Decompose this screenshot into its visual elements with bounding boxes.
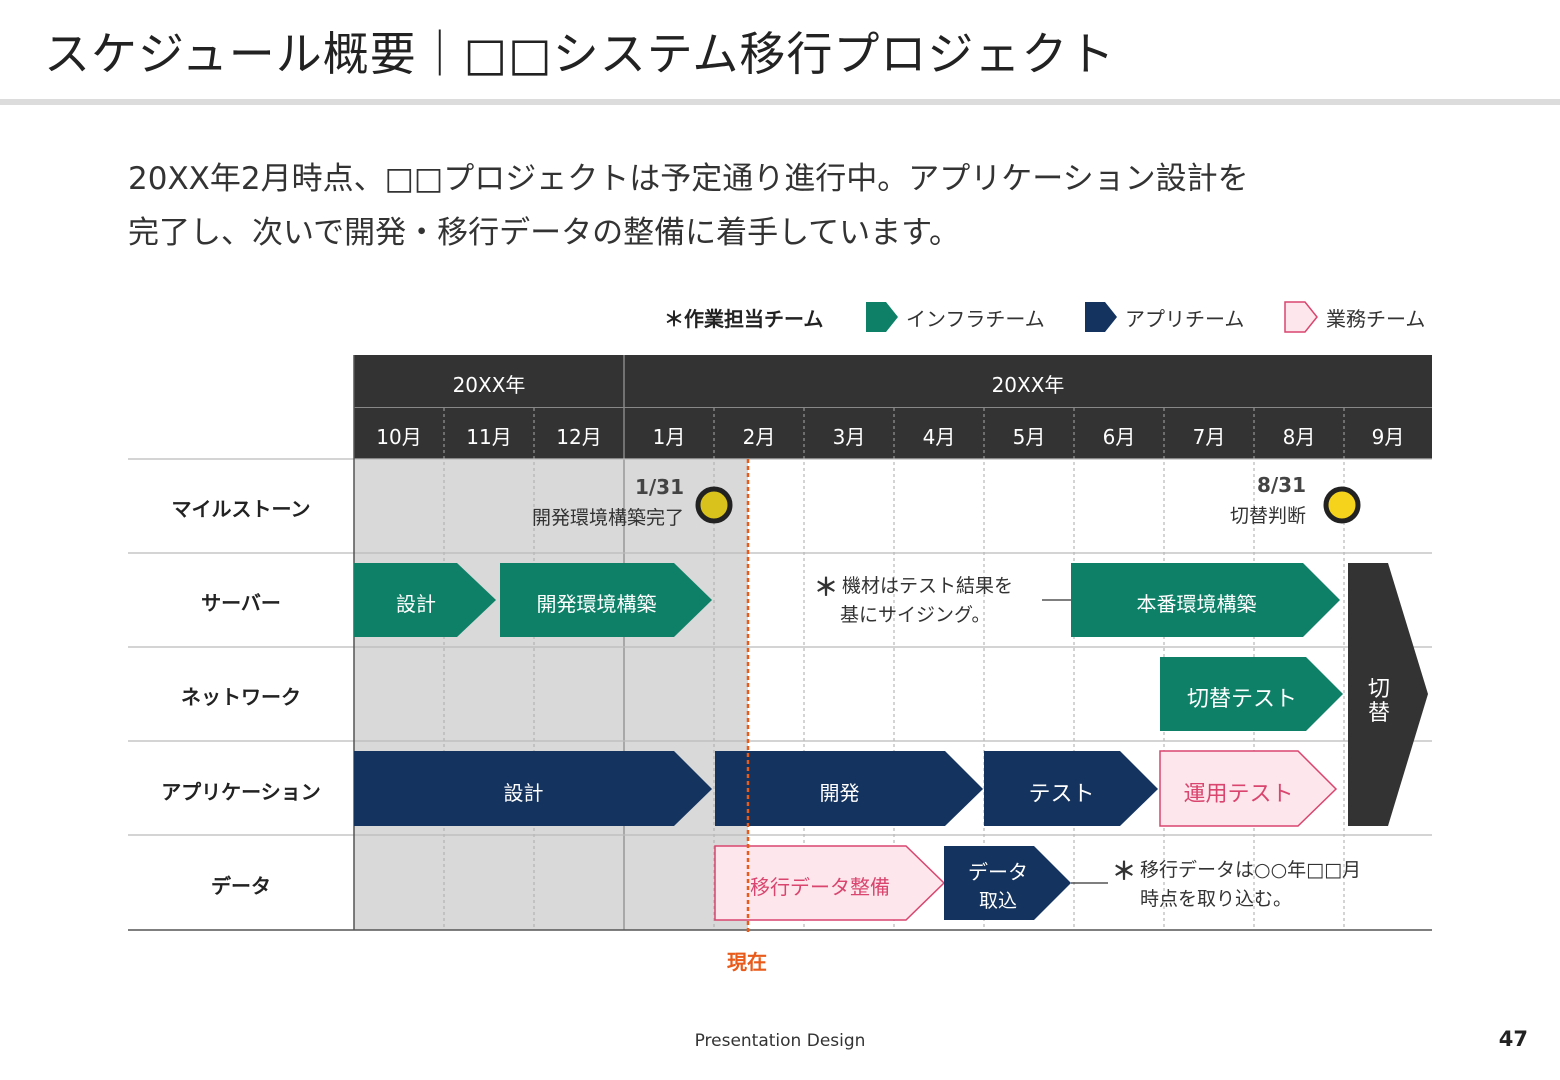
network-switch-test-bar — [1160, 657, 1343, 731]
month-label: 9月 — [1371, 425, 1405, 449]
cutover-block — [1348, 563, 1428, 826]
row-label-milestone: マイルストーン — [171, 497, 311, 521]
month-label: 10月 — [376, 425, 422, 449]
milestone-dot-2 — [1323, 486, 1361, 524]
server-note: ＊機材はテスト結果を 基にサイジング。 — [814, 572, 1013, 629]
note-star: ＊ — [814, 573, 838, 601]
month-label: 2月 — [742, 425, 776, 449]
server-note-line-1: 機材はテスト結果を — [842, 575, 1014, 597]
server-prod-env-label: 本番環境構築 — [1136, 592, 1257, 616]
data-load-bar — [944, 846, 1071, 920]
legend-infra-label: インフラチーム — [906, 307, 1045, 331]
data-note: ＊移行データは○○年□□月 時点を取り込む。 — [1112, 856, 1361, 913]
data-prep-label: 移行データ整備 — [750, 875, 890, 899]
summary-line-1: 20XX年2月時点、□□プロジェクトは予定通り進行中。アプリケーション設計を — [128, 161, 1249, 197]
app-design-label: 設計 — [503, 781, 544, 805]
app-ops-test-bar — [1159, 750, 1338, 827]
page-number: 47 — [1498, 1027, 1528, 1051]
server-design-bar — [354, 563, 496, 637]
row-label-data: データ — [211, 874, 271, 898]
data-load-label-1: データ — [968, 860, 1028, 884]
cutover-char-1: 切 — [1367, 677, 1390, 702]
server-dev-env-bar — [500, 563, 712, 637]
server-note-line-2: 基にサイジング。 — [840, 604, 991, 626]
month-label: 8月 — [1282, 425, 1316, 449]
summary-text: 20XX年2月時点、□□プロジェクトは予定通り進行中。アプリケーション設計を 完… — [128, 152, 1448, 260]
footer-text: Presentation Design — [694, 1031, 866, 1051]
legend-biz-label: 業務チーム — [1326, 307, 1426, 331]
row-dividers — [128, 458, 1432, 836]
header-year-2: 20XX年 — [991, 373, 1065, 397]
milestone-2-date: 8/31 — [1256, 473, 1306, 497]
summary-line-2: 完了し、次いで開発・移行データの整備に着手しています。 — [128, 215, 961, 251]
app-dev-bar — [715, 751, 983, 826]
legend-infra-swatch — [866, 302, 898, 332]
legend-app-swatch — [1085, 302, 1117, 332]
milestone-1-date: 1/31 — [634, 475, 684, 499]
data-note-line-2: 時点を取り込む。 — [1140, 888, 1293, 910]
milestone-2-name: 切替判断 — [1229, 505, 1306, 527]
app-test-label: テスト — [1028, 782, 1095, 807]
server-prod-env-bar — [1071, 563, 1340, 637]
month-label: 12月 — [556, 425, 602, 449]
app-dev-label: 開発 — [819, 781, 860, 805]
past-period-shade — [354, 459, 748, 930]
row-label-server: サーバー — [201, 591, 281, 615]
cutover-char-2: 替 — [1367, 701, 1390, 726]
note-star: ＊ — [1112, 857, 1136, 885]
legend-biz-swatch — [1284, 301, 1318, 333]
page-title: スケジュール概要｜□□システム移行プロジェクト — [44, 27, 1116, 81]
month-label: 3月 — [832, 425, 866, 449]
month-label: 6月 — [1102, 425, 1136, 449]
app-ops-test-label: 運用テスト — [1183, 782, 1294, 807]
data-load-label-2: 取込 — [978, 890, 1017, 912]
title-divider — [0, 99, 1560, 105]
app-design-bar — [354, 751, 712, 826]
data-prep-bar — [714, 845, 946, 921]
row-label-application: アプリケーション — [161, 780, 321, 804]
month-label: 5月 — [1012, 425, 1046, 449]
server-design-label: 設計 — [396, 592, 436, 616]
month-label: 1月 — [652, 425, 686, 449]
data-note-line-1: 移行データは○○年□□月 — [1140, 859, 1362, 881]
network-switch-test-label: 切替テスト — [1186, 687, 1297, 712]
current-date-label: 現在 — [727, 950, 767, 974]
month-label: 4月 — [922, 425, 956, 449]
app-test-bar — [984, 751, 1158, 826]
header-year-1: 20XX年 — [452, 373, 526, 397]
milestone-dot-1 — [695, 486, 733, 524]
month-label: 7月 — [1192, 425, 1226, 449]
legend-title: ＊作業担当チーム — [664, 307, 824, 331]
cutover-label: 切 替 — [1352, 678, 1406, 726]
legend-app-label: アプリチーム — [1125, 307, 1245, 331]
server-dev-env-label: 開発環境構築 — [536, 592, 657, 616]
header-year-band — [354, 355, 1432, 407]
month-label: 11月 — [466, 425, 512, 449]
milestone-1-name: 開発環境構築完了 — [531, 507, 684, 529]
row-label-network: ネットワーク — [181, 685, 301, 709]
